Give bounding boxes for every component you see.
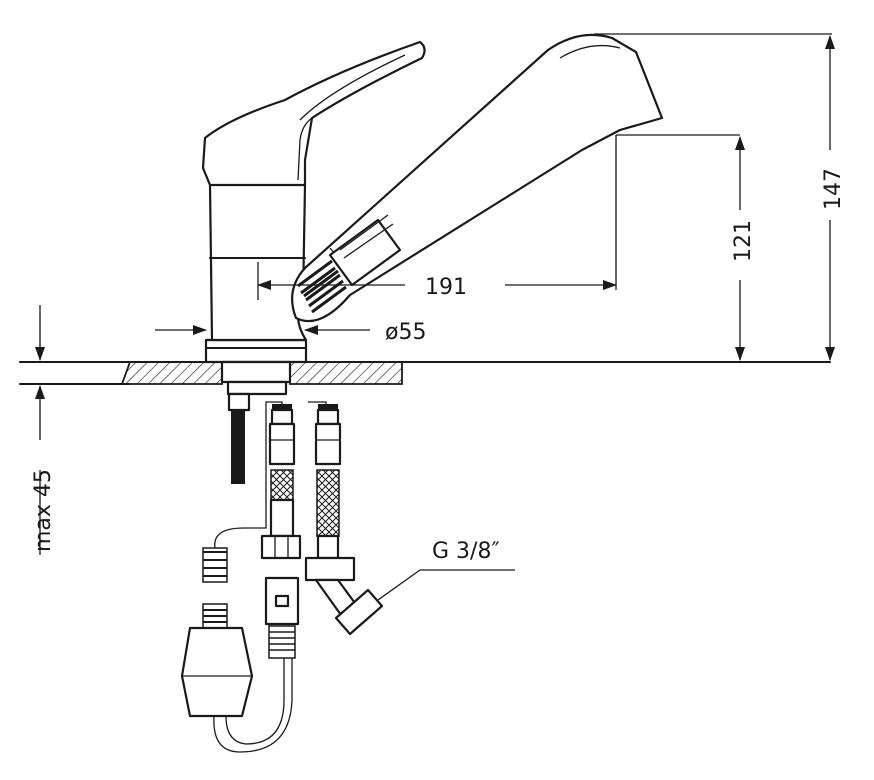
dimension-base-diameter: ø55 [155,320,426,345]
dimension-max-thickness: max 45 [31,305,56,555]
hose-connector [264,576,300,659]
dimension-total-height: 147 [594,33,846,361]
pull-out-spout [291,33,664,323]
dimension-label-max-thickness: max 45 [31,469,56,552]
hose-spring [297,259,347,314]
dimension-label-spout-height: 121 [731,220,756,262]
countertop [19,361,831,385]
faucet-body [201,40,426,364]
counterweight [180,547,254,718]
dimension-spout-height: 121 [731,136,756,361]
thread-callout: G 3/8″ [377,539,515,601]
thread-label: G 3/8″ [432,539,500,564]
hose-loop [213,401,327,753]
dimension-label-diameter: ø55 [385,320,426,345]
dimension-label-reach: 191 [425,275,467,300]
dimension-label-total-height: 147 [821,168,846,210]
dimension-reach: 191 [257,134,740,300]
mounting-stud [220,360,292,484]
supply-hose-left [260,404,302,560]
supply-hose-right [304,404,384,636]
